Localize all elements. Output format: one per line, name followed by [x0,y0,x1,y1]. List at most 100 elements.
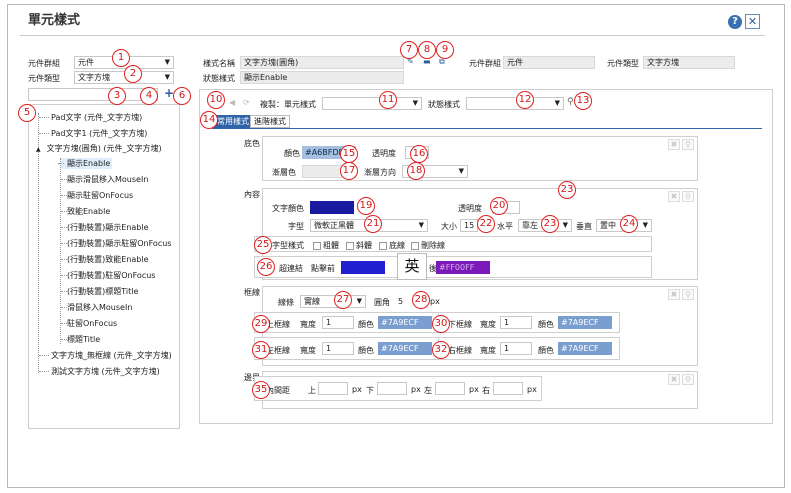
valign-label: 垂直 [576,222,592,231]
tree-item[interactable]: (行動裝置)駐留OnFocus [61,270,155,281]
minus-icon[interactable]: ▬ [423,57,431,66]
text-color-swatch[interactable] [310,201,354,214]
tree-item[interactable]: 滑鼠移入MouseIn [61,302,132,313]
tree-item[interactable]: (行動裝置)顯示駐留OnFocus [61,238,171,249]
header-group-field: 元件 [503,56,595,69]
content-section-title: 內容 [244,190,260,199]
style-name-label: 樣式名稱 [203,59,235,68]
tree-item[interactable]: 標題Title [61,334,100,345]
padding-bottom-input[interactable] [377,382,407,395]
font-style-label: 字型樣式 [272,241,304,250]
tree-guide [60,158,61,344]
tree-item[interactable]: (行動裝置)標題Title [61,286,138,297]
tree-item[interactable]: 顯示滑鼠移入MouseIn [61,174,148,185]
tree-item[interactable]: ▲文字方塊(圓角) (元件_文字方塊) [36,144,162,153]
tab-common[interactable]: 常用樣式 [213,115,253,128]
padding-left-label: 左 [424,386,432,395]
search-icon[interactable]: ⚲ [567,97,574,107]
tree-item[interactable]: 文字方塊_無框線 (元件_文字方塊) [39,350,172,361]
callout-badge: 16 [410,145,428,163]
padding-right-label: 右 [482,386,490,395]
bottom-width-input[interactable]: 1 [500,316,532,329]
callout-badge: 17 [340,162,358,180]
callout-badge: 15 [340,145,358,163]
tree-item[interactable]: (行動裝置)顯示Enable [61,222,149,233]
bottom-color-label: 顏色 [538,320,554,329]
search-icon[interactable]: ⚲ [682,289,694,300]
callout-badge: 11 [379,91,397,109]
right-color-swatch[interactable]: #7A9ECF [558,342,612,355]
state-field: 顯示Enable [240,71,404,84]
search-icon[interactable]: ⚲ [682,139,694,150]
state-style-label: 狀態樣式 [428,100,460,109]
add-icon[interactable]: + [164,86,175,100]
callout-badge: 25 [254,236,272,254]
refresh-icon[interactable]: ⟳ [243,98,250,107]
tree-item[interactable]: 顯示駐留OnFocus [61,190,133,201]
strike-checkbox[interactable]: 刪除線 [411,240,445,251]
header-type-label: 元件類型 [607,59,639,68]
link-before-label: 點擊前 [311,264,335,273]
size-label: 大小 [441,222,457,231]
copy-icon[interactable]: ⧉ [439,57,445,66]
callout-badge: 4 [140,87,158,105]
padding-left-input[interactable] [435,382,465,395]
size-input[interactable]: 15 [460,219,478,232]
callout-badge: 5 [18,104,36,122]
clear-icon[interactable]: ✖ [668,289,680,300]
italic-checkbox[interactable]: 斜體 [346,240,372,251]
state-style-select[interactable]: ▼ [466,97,564,110]
copy-select[interactable]: ▼ [322,97,422,110]
callout-badge: 31 [252,341,270,359]
top-width-input[interactable]: 1 [322,316,354,329]
padding-right-input[interactable] [493,382,523,395]
search-icon[interactable]: ⚲ [682,374,694,385]
callout-badge: 22 [477,215,495,233]
bottom-color-swatch[interactable]: #7A9ECF [558,316,612,329]
link-before-swatch[interactable] [341,261,385,274]
style-name-field[interactable]: 文字方塊(圓角) [240,56,404,69]
tree-item[interactable]: 駐留OnFocus [61,318,117,329]
padding-left-unit: px [469,385,479,394]
tree-item-selected[interactable]: 顯示Enable [58,158,113,169]
clear-icon[interactable]: ✖ [668,374,680,385]
link-after-swatch[interactable]: #FF00FF [436,261,490,274]
help-icon[interactable]: ? [728,15,742,29]
tree-item[interactable]: Pad文字1 (元件_文字方塊) [39,128,147,139]
tree-item[interactable]: (行動裝置)致能Enable [61,254,149,265]
tree-item[interactable]: Pad文字 (元件_文字方塊) [39,112,142,123]
close-icon[interactable]: ✕ [745,14,760,29]
padding-top-input[interactable] [318,382,348,395]
left-color-swatch[interactable]: #7A9ECF [378,342,432,355]
top-color-swatch[interactable]: #7A9ECF [378,316,432,329]
padding-label: 內間距 [266,386,290,395]
right-width-input[interactable]: 1 [500,342,532,355]
tab-advanced[interactable]: 進階樣式 [250,115,290,128]
underline-checkbox[interactable]: 底線 [379,240,405,251]
bold-checkbox[interactable]: 粗體 [313,240,339,251]
line-select[interactable]: 實線▼ [300,295,366,308]
spacing-section-title: 邊界 [244,373,260,382]
edit-icon[interactable]: ✎ [407,57,414,66]
padding-bottom-unit: px [411,385,421,394]
tree-item[interactable]: 測試文字方塊 (元件_文字方塊) [39,366,160,377]
search-icon[interactable]: ⚲ [682,191,694,202]
callout-badge: 23 [541,215,559,233]
clear-icon[interactable]: ✖ [668,191,680,202]
tree-item[interactable]: 致能Enable [61,206,110,217]
state-label: 狀態樣式 [203,74,235,83]
bg-section-title: 底色 [244,139,260,148]
left-width-input[interactable]: 1 [322,342,354,355]
prev-icon[interactable]: ◀ [229,98,236,107]
callout-badge: 1 [112,49,130,67]
callout-badge: 7 [400,41,418,59]
radius-unit: px [430,297,440,306]
top-width-label: 寬度 [300,320,316,329]
tree-search-input[interactable] [28,88,158,101]
type-label: 元件類型 [28,74,60,83]
left-border-label: 左框線 [266,346,290,355]
group-label: 元件群組 [28,59,60,68]
callout-badge: 10 [207,91,225,109]
radius-value[interactable]: 5 [398,297,404,306]
clear-icon[interactable]: ✖ [668,139,680,150]
